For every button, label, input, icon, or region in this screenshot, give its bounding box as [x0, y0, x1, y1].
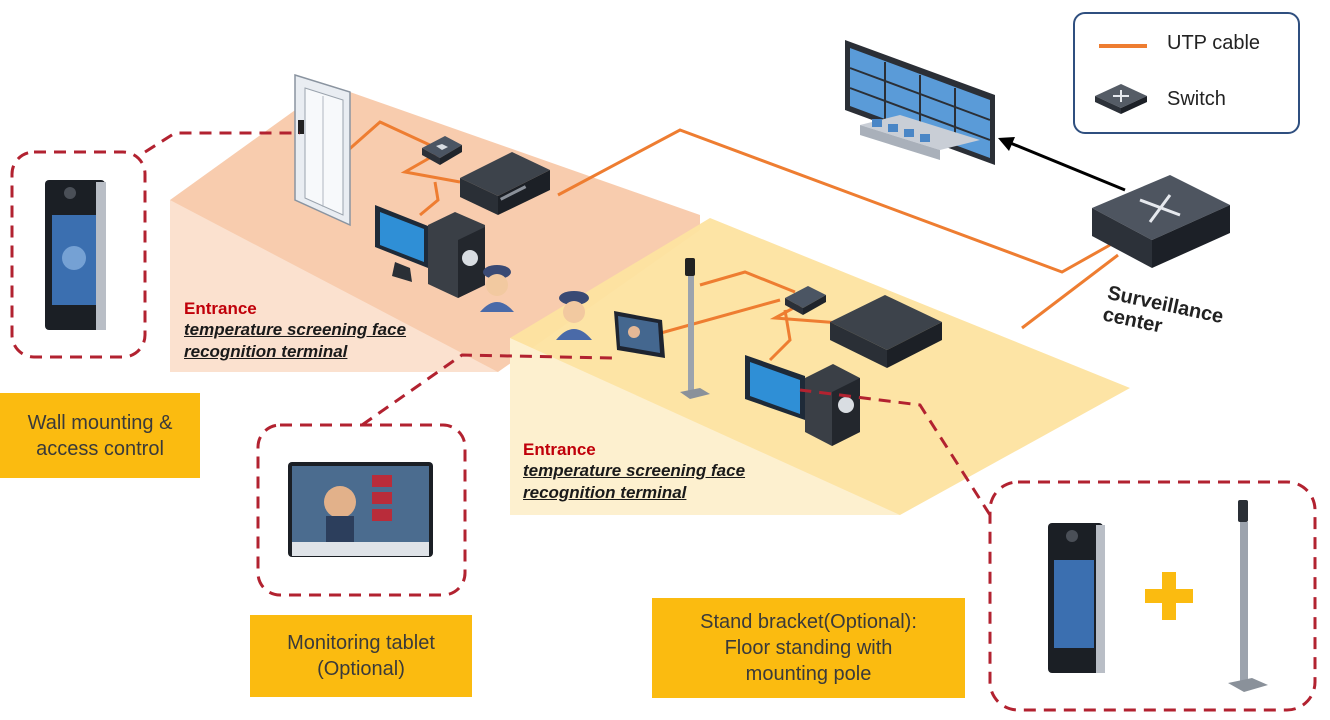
callout-stand-border	[988, 480, 1317, 712]
zone-left-shadow	[170, 200, 498, 372]
callout-stand-line1: Stand bracket(Optional):	[700, 611, 917, 633]
callout-monitoring-tablet: Monitoring tablet (Optional)	[250, 615, 472, 697]
tablet-icon	[614, 311, 665, 358]
plus-icon	[1145, 572, 1193, 620]
wall-terminal-icon	[45, 180, 106, 330]
callout-wall-connector	[144, 131, 300, 154]
switch-icon-2	[785, 286, 826, 315]
cable-pole-switch	[699, 270, 796, 294]
callout-wall-mounting: Wall mounting & access control	[0, 393, 200, 478]
callout-wall-line1: Wall mounting &	[27, 411, 173, 434]
cable-switch-pc2	[768, 309, 792, 362]
pole-terminal-icon	[680, 258, 710, 399]
stand-terminal-icon	[1048, 523, 1105, 673]
callout-tablet-line1: Monitoring tablet	[287, 632, 435, 654]
callout-stand-line2: Floor standing with	[724, 637, 893, 659]
callout-wall-border	[10, 150, 147, 359]
legend-switch-label: Switch	[1167, 88, 1226, 110]
callout-stand-line3: mounting pole	[745, 663, 872, 685]
zone-right-subtitle-1: temperature screening face	[523, 461, 746, 480]
monitoring-tablet-icon	[288, 462, 433, 557]
cable-nvr-pc	[419, 181, 440, 217]
callout-tablet-line2: (Optional)	[317, 658, 405, 680]
pc-icon-2	[745, 355, 860, 446]
nvr-icon-2	[830, 295, 942, 368]
arrow-to-video-wall	[1007, 140, 1126, 192]
orange-line-icon	[1099, 44, 1147, 48]
pc-icon	[375, 205, 485, 298]
security-guard-icon	[480, 265, 514, 312]
zone-left-label: Entrance temperature screening face reco…	[184, 299, 406, 363]
cable-right-to-center	[1021, 253, 1119, 330]
callout-stand-connector	[799, 388, 992, 516]
zone-right-title: Entrance	[523, 440, 596, 459]
zone-right-shadow	[510, 338, 900, 515]
nvr-icon	[460, 152, 550, 215]
arrowhead	[998, 137, 1015, 151]
cable-tablet-switch	[649, 298, 781, 338]
mounting-pole-icon	[1228, 500, 1268, 692]
zone-left-title: Entrance	[184, 299, 257, 318]
legend-utp-label: UTP cable	[1167, 32, 1261, 54]
zone-right-subtitle-2: recognition terminal	[523, 483, 687, 502]
callout-tablet-border	[256, 423, 467, 597]
door-icon	[294, 73, 351, 227]
switch-icon	[422, 136, 462, 165]
video-wall-icon	[845, 40, 995, 165]
legend: UTP cable Switch	[1073, 12, 1300, 134]
cable-left-to-center	[557, 128, 1111, 274]
callout-tablet-connector	[361, 353, 613, 427]
legend-switch-icon	[1095, 84, 1147, 114]
cable-switch-nvr	[400, 150, 461, 184]
core-switch-icon	[1092, 175, 1230, 268]
callout-wall-line2: access control	[36, 437, 164, 460]
zone-right-label: Entrance temperature screening face reco…	[523, 440, 745, 504]
zone-left-subtitle-2: recognition terminal	[184, 342, 348, 361]
zone-left-subtitle-1: temperature screening face	[184, 320, 407, 339]
callout-stand-bracket: Stand bracket(Optional): Floor standing …	[652, 598, 965, 698]
security-guard-icon-2	[556, 291, 592, 340]
